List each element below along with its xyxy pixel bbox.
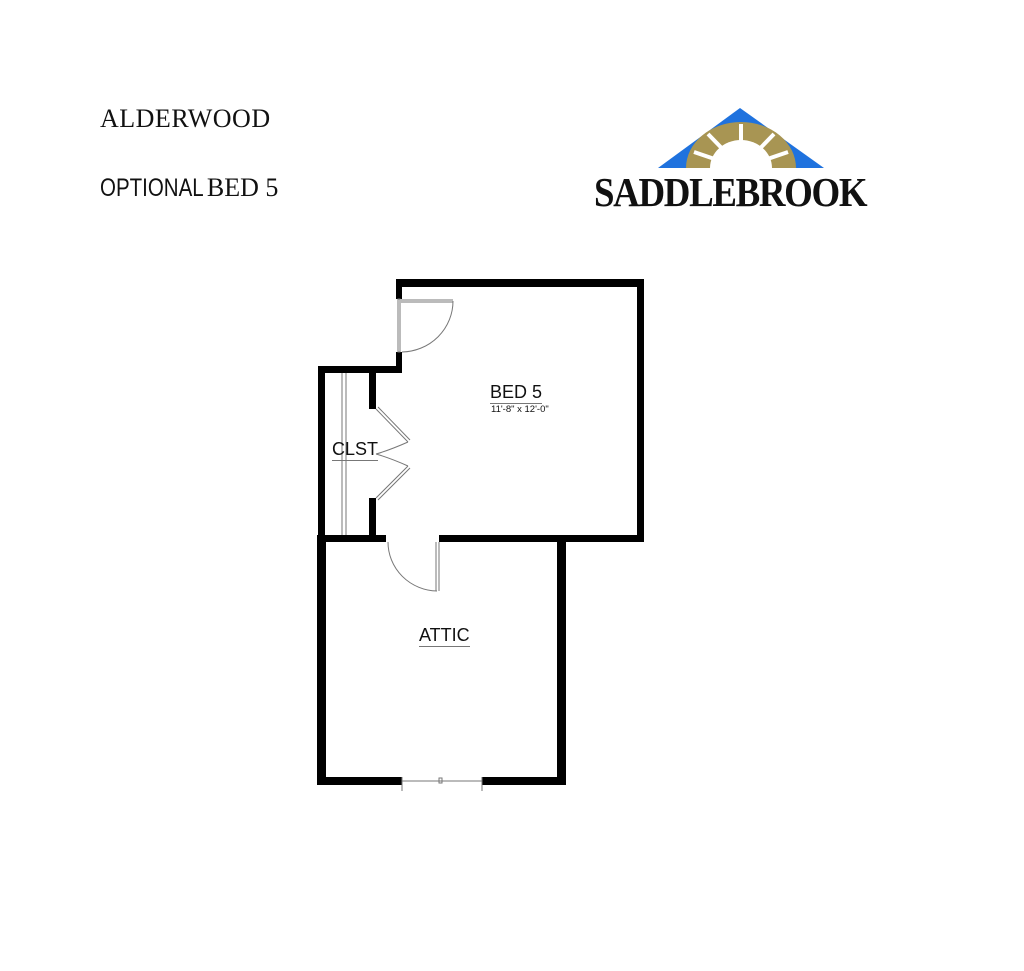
room-dimensions-bed5: 11'-8" x 12'-0" [491, 404, 549, 415]
plan-name: ALDERWOOD [100, 104, 271, 133]
option-suffix: BED 5 [206, 173, 279, 202]
option-prefix: OPTIONAL [100, 174, 204, 202]
walls [317, 279, 644, 785]
brand-name: SADDLEBROOK [594, 169, 868, 215]
roof-fan-icon [658, 108, 824, 170]
room-label-closet: CLST [332, 439, 379, 461]
room-label-bed5: BED 5 [490, 382, 543, 404]
doors [341, 298, 483, 791]
option-title: OPTIONAL BED 5 [100, 173, 278, 203]
saddlebrook-logo: SADDLEBROOK [590, 100, 890, 215]
room-label-attic: ATTIC [419, 625, 470, 647]
